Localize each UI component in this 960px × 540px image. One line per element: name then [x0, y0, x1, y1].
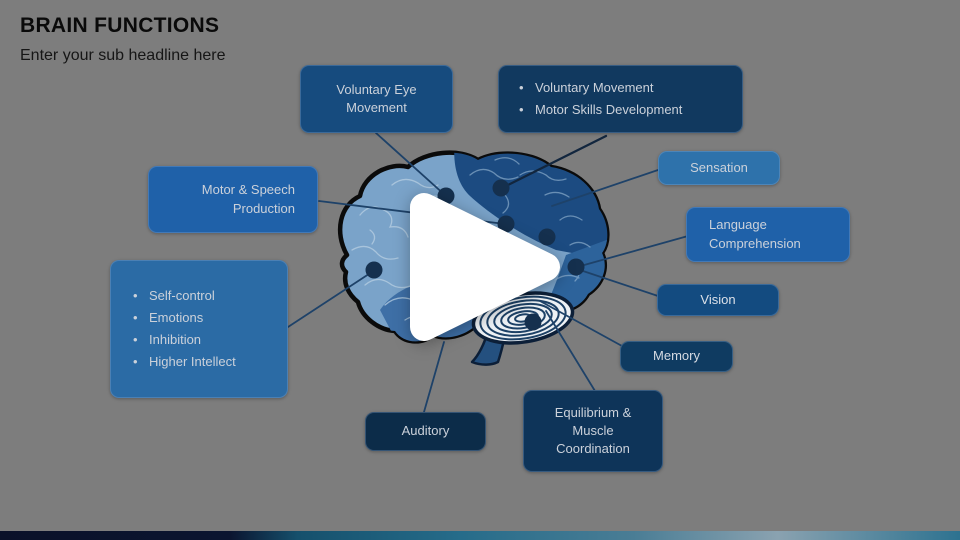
line-motor-skills — [500, 134, 608, 190]
page-title: BRAIN FUNCTIONS — [20, 14, 220, 37]
line-vision — [576, 268, 659, 297]
callout-label: Motor & Speech Production — [201, 182, 295, 216]
line-sensation — [551, 169, 659, 207]
list-item: Inhibition — [133, 331, 236, 349]
callout-voluntary-eye-movement: Voluntary Eye Movement — [300, 65, 453, 133]
line-language — [576, 235, 689, 268]
bottom-accent-bar — [0, 531, 960, 540]
callout-equilibrium: Equilibrium & Muscle Coordination — [523, 390, 663, 472]
callout-frontal-functions-list: Self-control Emotions Inhibition Higher … — [110, 260, 288, 398]
list-item: Emotions — [133, 309, 236, 327]
list-item: Higher Intellect — [133, 353, 236, 371]
callout-label: Auditory — [401, 423, 450, 439]
callout-label: Sensation — [690, 159, 748, 175]
play-icon[interactable] — [410, 193, 560, 341]
callout-label: Memory — [653, 348, 700, 364]
list-item: Motor Skills Development — [519, 101, 682, 119]
line-memory — [539, 300, 623, 347]
callout-language-comprehension: Language Comprehension — [686, 207, 850, 262]
callout-motor-speech-production: Motor & Speech Production — [148, 166, 318, 233]
callout-motor-skills-list: Voluntary Movement Motor Skills Developm… — [498, 65, 743, 133]
callout-memory: Memory — [620, 341, 733, 372]
callout-label: Language Comprehension — [709, 217, 801, 251]
callout-label: Vision — [700, 291, 736, 307]
line-frontal — [287, 269, 376, 328]
line-voluntary-eye — [375, 132, 447, 197]
callout-label: Equilibrium & Muscle Coordination — [554, 404, 632, 457]
list-item: Self-control — [133, 287, 236, 305]
list-item: Voluntary Movement — [519, 79, 682, 97]
connector-lines — [287, 132, 689, 413]
line-equilibrium — [545, 310, 596, 392]
callout-vision: Vision — [657, 284, 779, 316]
page-subtitle: Enter your sub headline here — [20, 47, 226, 64]
callout-sensation: Sensation — [658, 151, 780, 185]
callout-auditory: Auditory — [365, 412, 486, 451]
play-button[interactable] — [395, 182, 565, 352]
callout-label: Voluntary Eye Movement — [336, 81, 417, 115]
line-auditory — [423, 341, 445, 413]
